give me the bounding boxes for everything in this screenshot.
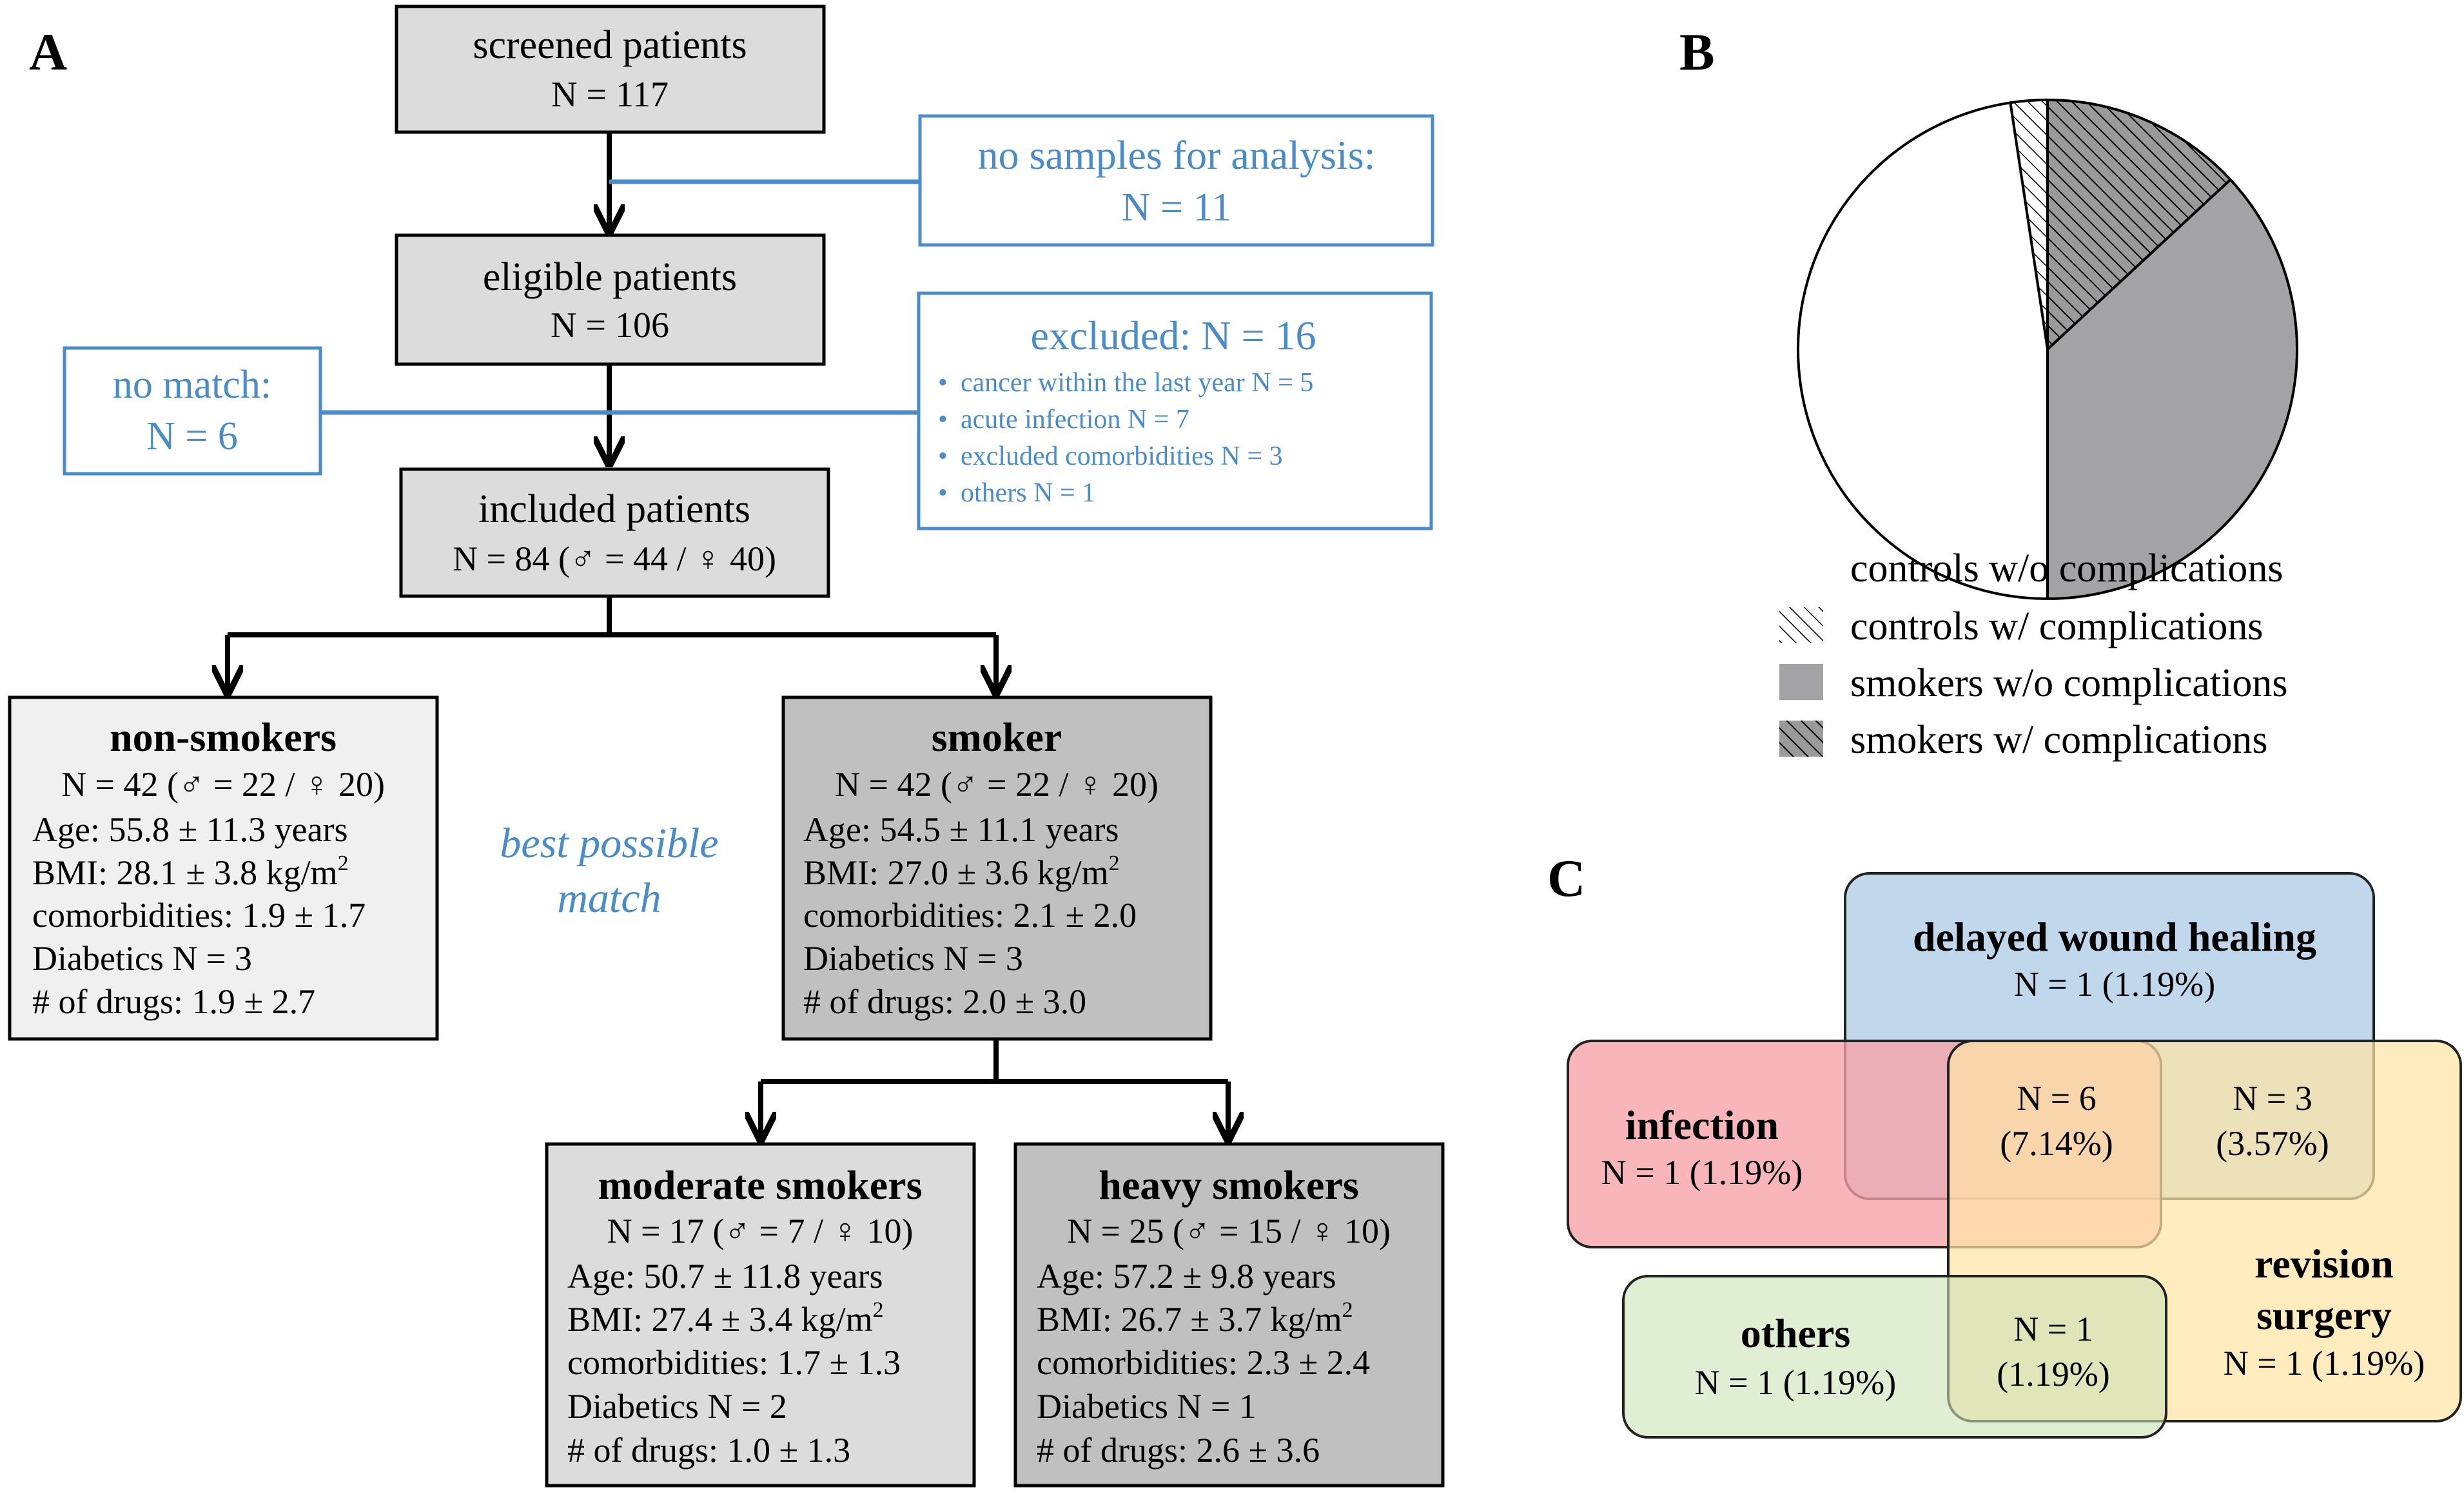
center-pct: (7.14%) <box>2000 1124 2113 1163</box>
heavy-comorbidities: comorbidities: 2.3 ± 2.4 <box>1037 1343 1370 1382</box>
box-screened-patients: screened patients N = 117 <box>395 5 826 134</box>
box-moderate-smokers: moderate smokers N = 17 (♂ = 7 / ♀ 10) A… <box>545 1142 976 1488</box>
others-n: N = 1 (1.19%) <box>1695 1363 1896 1402</box>
moderate-title: moderate smokers <box>598 1162 923 1208</box>
screened-title: screened patients <box>473 23 747 67</box>
moderate-age: Age: 50.7 ± 11.8 years <box>567 1257 883 1295</box>
legend-label: smokers w/o complications <box>1850 661 2287 705</box>
moderate-drugs: # of drugs: 1.0 ± 1.3 <box>567 1431 850 1470</box>
no-samples-title: no samples for analysis: <box>978 132 1376 178</box>
match-note: best possible match <box>500 820 718 922</box>
box-no-match: no match: N = 6 <box>63 346 322 476</box>
non-smokers-age: Age: 55.8 ± 11.3 years <box>32 810 348 849</box>
excluded-item: • <box>938 441 948 471</box>
eligible-n: N = 106 <box>551 306 669 345</box>
box-excluded: excluded: N = 16 • cancer within the las… <box>917 291 1433 530</box>
right-pct: (3.57%) <box>2216 1124 2329 1163</box>
screened-n: N = 117 <box>551 75 669 115</box>
delayed-title: delayed wound healing <box>1913 914 2316 960</box>
heavy-age: Age: 57.2 ± 9.8 years <box>1037 1257 1336 1295</box>
excluded-item-label: acute infection N = 7 <box>961 405 1189 434</box>
venn-labels: delayed wound healing N = 1 (1.19%) infe… <box>1601 914 2425 1402</box>
smoker-bmi: BMI: 27.0 ± 3.6 kg/m2 <box>803 851 1120 892</box>
pie-slice-smokers-w-o-complications <box>2046 177 2298 601</box>
box-smoker: smoker N = 42 (♂ = 22 / ♀ 20) Age: 54.5 … <box>781 695 1213 1041</box>
box-eligible-patients: eligible patients N = 106 <box>395 233 826 366</box>
exclusion-connectors <box>320 179 920 415</box>
pie-legend: controls w/o complications controls w/ c… <box>1779 547 2287 762</box>
panel-b-label: B <box>1679 23 1715 81</box>
delayed-n: N = 1 (1.19%) <box>2014 965 2215 1004</box>
no-match-title: no match: <box>113 363 271 407</box>
no-samples-n: N = 11 <box>1122 186 1231 229</box>
non-smokers-drugs: # of drugs: 1.9 ± 2.7 <box>32 982 315 1021</box>
legend-label: controls w/o complications <box>1850 547 2283 590</box>
legend-swatch-controls-wo <box>1779 551 1823 587</box>
excluded-item: • <box>938 405 948 434</box>
excluded-item-label: excluded comorbidities N = 3 <box>961 441 1283 471</box>
included-n: N = 84 (♂ = 44 / ♀ 40) <box>453 539 776 578</box>
flow-connectors <box>228 132 1228 1140</box>
smoker-comorbidities: comorbidities: 2.1 ± 2.0 <box>803 896 1137 935</box>
eligible-title: eligible patients <box>483 255 737 299</box>
box-heavy-smokers: heavy smokers N = 25 (♂ = 15 / ♀ 10) Age… <box>1013 1142 1445 1488</box>
legend-swatch-controls-w <box>1779 607 1823 643</box>
non-smokers-comorbidities: comorbidities: 1.9 ± 1.7 <box>32 896 366 935</box>
legend-swatch-smokers-wo <box>1779 664 1823 700</box>
venn-others <box>1622 1275 2167 1439</box>
panel-c-label: C <box>1547 849 1585 907</box>
others-title: others <box>1741 1310 1851 1356</box>
non-smokers-diabetics: Diabetics N = 3 <box>32 939 252 978</box>
panel-a-label: A <box>29 23 67 81</box>
excluded-title: excluded: N = 16 <box>1030 313 1316 358</box>
excluded-list: • cancer within the last year N = 5 • ac… <box>938 368 1313 508</box>
pie-chart <box>1797 98 2298 601</box>
non-smokers-bmi: BMI: 28.1 ± 3.8 kg/m2 <box>32 851 349 892</box>
infection-title: infection <box>1625 1102 1779 1148</box>
venn-diagram <box>1567 872 2462 1439</box>
smoker-n: N = 42 (♂ = 22 / ♀ 20) <box>835 765 1159 804</box>
revision-title-2: surgery <box>2256 1292 2392 1338</box>
excluded-item: • <box>938 368 948 398</box>
no-match-n: N = 6 <box>146 414 238 458</box>
box-no-samples: no samples for analysis: N = 11 <box>918 114 1434 247</box>
box-non-smokers: non-smokers N = 42 (♂ = 22 / ♀ 20) Age: … <box>8 695 439 1041</box>
included-title: included patients <box>478 487 750 531</box>
moderate-comorbidities: comorbidities: 1.7 ± 1.3 <box>567 1343 901 1382</box>
right-n: N = 3 <box>2233 1079 2312 1118</box>
heavy-bmi: BMI: 26.7 ± 3.7 kg/m2 <box>1037 1298 1353 1339</box>
infection-n: N = 1 (1.19%) <box>1601 1153 1803 1192</box>
excluded-item-label: others N = 1 <box>961 478 1095 508</box>
smoker-diabetics: Diabetics N = 3 <box>803 939 1023 978</box>
pie-slice-controls-w-o-complications <box>1797 101 2049 601</box>
revision-n: N = 1 (1.19%) <box>2224 1344 2425 1382</box>
smoker-drugs: # of drugs: 2.0 ± 3.0 <box>803 982 1086 1021</box>
box-included-patients: included patients N = 84 (♂ = 44 / ♀ 40) <box>399 467 830 598</box>
smoker-title: smoker <box>932 714 1062 760</box>
center-n: N = 6 <box>2017 1079 2096 1118</box>
moderate-diabetics: Diabetics N = 2 <box>567 1387 787 1426</box>
bottom-pct: (1.19%) <box>1997 1355 2109 1393</box>
moderate-bmi: BMI: 27.4 ± 3.4 kg/m2 <box>567 1298 884 1339</box>
bottom-n: N = 1 <box>2013 1310 2093 1348</box>
match-note-line: best possible <box>500 820 718 867</box>
heavy-title: heavy smokers <box>1099 1162 1359 1208</box>
pie-slice-smokers-w-complications <box>2046 98 2233 353</box>
non-smokers-n: N = 42 (♂ = 22 / ♀ 20) <box>61 765 385 804</box>
legend-label: controls w/ complications <box>1850 605 2264 648</box>
excluded-item-label: cancer within the last year N = 5 <box>961 368 1313 398</box>
legend-swatch-smokers-w <box>1779 721 1823 757</box>
heavy-n: N = 25 (♂ = 15 / ♀ 10) <box>1067 1212 1391 1250</box>
heavy-diabetics: Diabetics N = 1 <box>1037 1387 1256 1426</box>
revision-title-1: revision <box>2254 1241 2394 1286</box>
non-smokers-title: non-smokers <box>110 714 337 760</box>
heavy-drugs: # of drugs: 2.6 ± 3.6 <box>1037 1431 1320 1470</box>
smoker-age: Age: 54.5 ± 11.1 years <box>803 810 1119 849</box>
moderate-n: N = 17 (♂ = 7 / ♀ 10) <box>607 1212 914 1250</box>
legend-label: smokers w/ complications <box>1850 718 2267 762</box>
excluded-item: • <box>938 478 948 508</box>
match-note-line: match <box>557 875 661 922</box>
